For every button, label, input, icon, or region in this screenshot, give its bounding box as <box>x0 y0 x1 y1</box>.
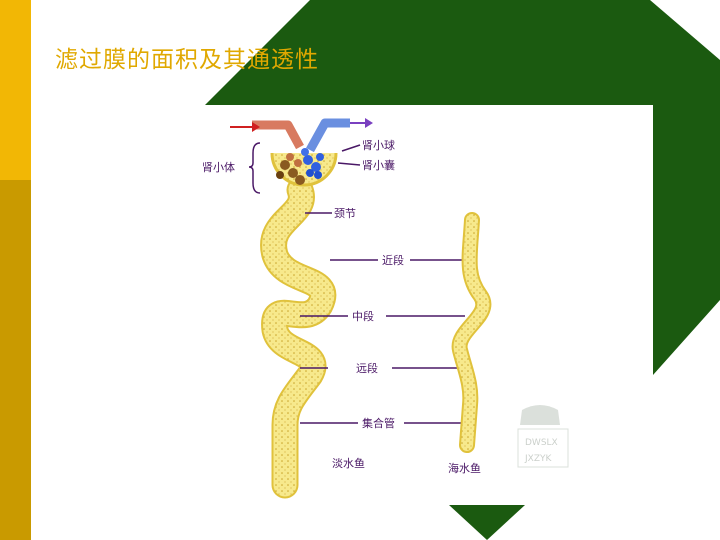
label-freshwater-fish: 淡水鱼 <box>332 456 365 470</box>
left-accent-bar-dark <box>0 180 31 540</box>
label-collecting-duct: 集合管 <box>362 416 395 430</box>
renal-corpuscle-bracket <box>248 142 261 194</box>
glomerulus-cells <box>276 148 324 185</box>
label-proximal: 近段 <box>382 253 404 267</box>
slide-title: 滤过膜的面积及其通透性 <box>55 47 319 73</box>
label-capsule: 肾小囊 <box>362 158 395 172</box>
green-bottom-triangle <box>449 505 525 540</box>
label-distal: 远段 <box>356 361 378 375</box>
left-accent-bar-light <box>0 0 31 180</box>
label-neck: 颈节 <box>334 207 356 220</box>
label-middle: 中段 <box>352 309 374 323</box>
nephron-diagram: 肾小体 肾小球 肾小囊 颈节 近段 中段 远段 集合管 淡水鱼 海水鱼 DWSL… <box>202 118 569 499</box>
label-glomerulus: 肾小球 <box>362 138 395 152</box>
label-marine-fish: 海水鱼 <box>448 461 481 475</box>
watermark-line-2: JXZYK <box>524 454 552 464</box>
watermark-line-1: DWSLX <box>525 438 558 448</box>
efferent-vessel <box>306 118 350 153</box>
label-renal-corpuscle: 肾小体 <box>202 160 235 174</box>
watermark-logo: DWSLX JXZYK <box>517 405 569 468</box>
green-diamond-shape <box>205 0 720 375</box>
afferent-vessel <box>252 120 304 150</box>
